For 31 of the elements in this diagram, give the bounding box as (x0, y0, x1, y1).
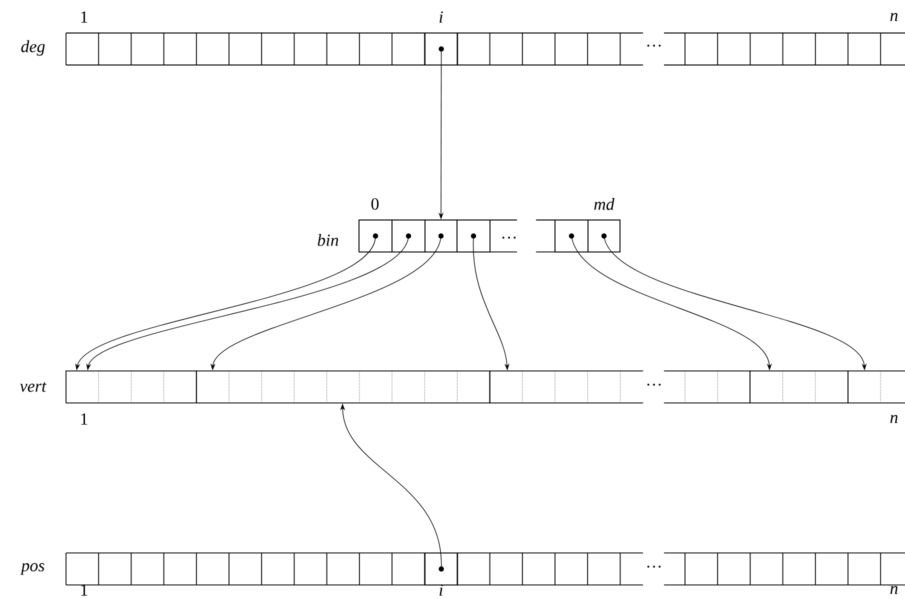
array-name: vert (20, 382, 47, 392)
array-cell (424, 552, 458, 586)
bin-block (489, 370, 644, 404)
ellipsis: ··· (502, 236, 516, 239)
ellipsis: ··· (647, 44, 661, 47)
index-label: 1 (81, 11, 88, 23)
bin-block (66, 370, 197, 404)
array-cell (456, 220, 490, 252)
index-label: n (890, 586, 898, 594)
bin-block (664, 370, 750, 404)
index-label: n (890, 414, 898, 423)
index-label: 0 (371, 198, 379, 210)
ellipsis: ··· (647, 566, 661, 568)
array-name: pos (20, 563, 44, 575)
array-cell (554, 220, 588, 252)
bin-block (848, 370, 905, 404)
index-label: md (594, 198, 614, 210)
index-label: n (890, 12, 898, 21)
array-cell (392, 220, 426, 252)
index-label: 1 (81, 584, 88, 596)
array-cell (424, 220, 458, 252)
ellipsis: ··· (647, 384, 661, 386)
array-cell (358, 220, 392, 252)
index-label: i (440, 11, 443, 23)
array-cell (424, 32, 458, 66)
index-label: 1 (81, 413, 88, 425)
bin-block (750, 370, 848, 404)
array-cell (588, 220, 620, 252)
array-name: deg (21, 40, 45, 56)
array-name: bin (318, 234, 338, 246)
bin-block (196, 370, 490, 404)
